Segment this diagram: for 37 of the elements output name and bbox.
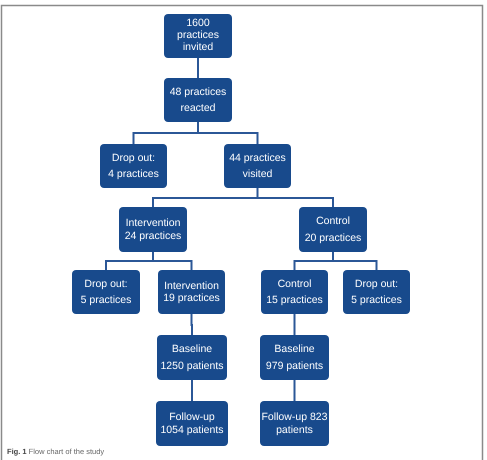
connector-line [191, 380, 193, 401]
flow-box [164, 14, 232, 58]
flow-box [261, 270, 328, 314]
connector-line [256, 188, 334, 207]
flow-box [343, 270, 410, 314]
flow-box [260, 401, 329, 446]
connector-line [294, 314, 296, 335]
step-text: Baseline 1250 patients [160, 342, 224, 374]
step-text: Control 15 practices [266, 276, 323, 308]
connector-line [294, 380, 296, 401]
flow-box [164, 78, 232, 122]
flow-box [157, 335, 227, 380]
step-text: Baseline 979 patients [266, 342, 324, 374]
step-text: Drop out: 4 practices [108, 150, 159, 182]
step-text: 48 practices reacted [170, 84, 226, 116]
step-text: Drop out: 5 practices [351, 276, 402, 308]
connector-line [332, 252, 378, 270]
connector-line [152, 252, 192, 270]
flow-box [119, 207, 187, 252]
step-text: Follow-up 823 patients [262, 411, 328, 436]
step-text: Drop out: 5 practices [80, 276, 132, 308]
step-text: Follow-up 1054 patients [160, 411, 224, 436]
flow-box [72, 270, 140, 314]
connector-line [190, 314, 193, 335]
flow-box [158, 270, 225, 314]
connector-line [197, 122, 258, 144]
step-text: 44 practices visited [229, 150, 286, 182]
flow-box [299, 207, 367, 252]
flow-box [156, 401, 228, 446]
step-text: Intervention 24 practices [124, 217, 182, 242]
step-text: 1600 practices invited [176, 18, 219, 54]
flow-box [100, 144, 167, 188]
connector-line [197, 58, 199, 78]
flow-box [224, 144, 291, 188]
flow-box [260, 335, 329, 380]
step-text: Control 20 practices [304, 214, 362, 246]
step-text: Intervention 19 practices [163, 280, 220, 304]
